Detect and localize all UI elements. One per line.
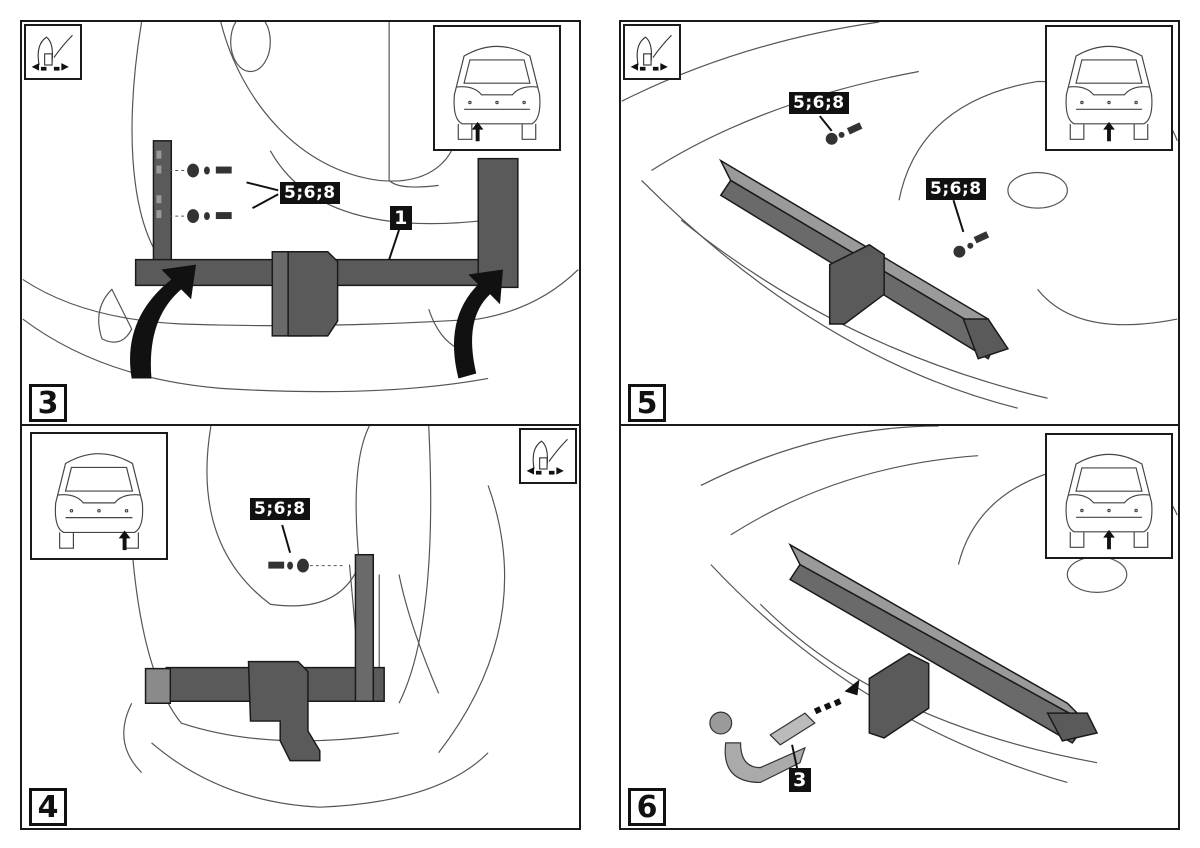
step-panel-6: 3 6: [619, 424, 1180, 830]
step-number-3: 3: [29, 384, 67, 422]
step-panel-5: 5;6;8 5;6;8 5: [619, 20, 1180, 426]
step-4-illustration: [123, 426, 506, 808]
step-panel-4: 5;6;8 4: [20, 424, 581, 830]
torque-wrench-icon: [24, 24, 82, 80]
car-rear-view-thumbnail: [1045, 433, 1173, 559]
location-arrow-icon: [1103, 529, 1115, 550]
callout-part-1: 1: [390, 206, 412, 230]
torque-wrench-icon: [519, 428, 577, 484]
step-5-illustration: [621, 22, 1178, 409]
car-rear-view-thumbnail: [30, 432, 168, 560]
car-rear-view-thumbnail: [433, 25, 561, 151]
callout-fasteners: 5;6;8: [926, 178, 986, 200]
callout-fasteners: 5;6;8: [280, 182, 340, 204]
location-arrow-icon: [1103, 121, 1115, 142]
step-number-6: 6: [628, 788, 666, 826]
step-number-4: 4: [29, 788, 67, 826]
location-arrow-icon: [118, 530, 131, 551]
location-arrow-icon: [471, 121, 484, 142]
callout-fasteners: 5;6;8: [789, 92, 849, 114]
callout-part-3: 3: [789, 768, 811, 792]
callout-fasteners: 5;6;8: [250, 498, 310, 520]
step-3-illustration: [22, 22, 579, 393]
torque-wrench-icon: [623, 24, 681, 80]
rotate-arrow-left-icon: [130, 264, 197, 379]
step-number-5: 5: [628, 384, 666, 422]
car-rear-view-thumbnail: [1045, 25, 1173, 151]
tow-bar-frame: [134, 140, 519, 337]
insert-arrow-icon: [813, 679, 860, 715]
ball-hitch: [709, 711, 816, 784]
step-panel-3: 5;6;8 1 3: [20, 20, 581, 426]
rotate-arrow-right-icon: [453, 269, 503, 379]
step-6-illustration: [700, 426, 1178, 784]
